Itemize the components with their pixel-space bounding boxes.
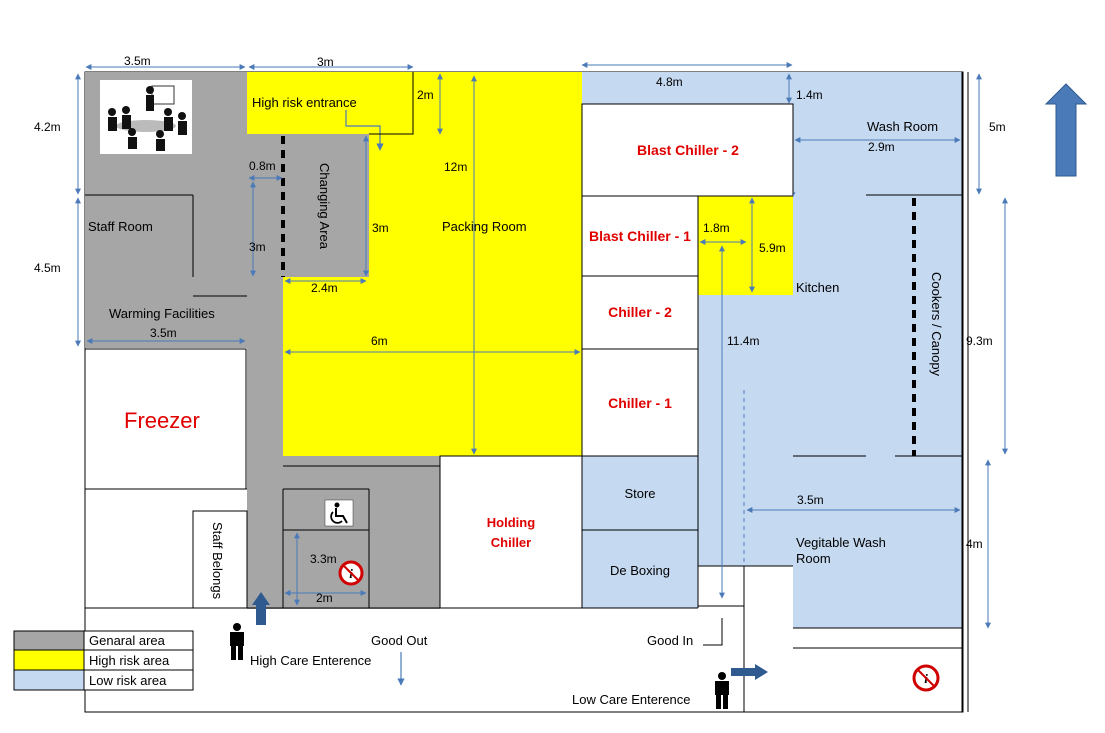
- north-arrow-icon: [1044, 83, 1088, 177]
- flow-arrows: [345, 110, 405, 686]
- dashed-walls: [281, 136, 916, 456]
- dim-label: 2m: [417, 88, 434, 102]
- dim-label: 4m: [966, 537, 983, 551]
- legend-swatch-low-risk: [13, 669, 85, 691]
- high-risk-entrance-wall: [369, 72, 414, 135]
- dim-label: 6m: [371, 334, 388, 348]
- info-icon: i: [912, 664, 940, 692]
- internal-walls: [85, 72, 969, 712]
- low-care-entrance-label: Low Care Enterence: [572, 692, 691, 707]
- room-label-holding-1: Holding: [487, 515, 535, 530]
- wheelchair-icon: [324, 499, 354, 527]
- room-label-de-boxing: De Boxing: [610, 563, 670, 578]
- room-label-veg-wash-2: Room: [796, 551, 831, 566]
- room-label-blast-chiller-1: Blast Chiller - 1: [589, 228, 691, 244]
- high-care-entrance-label: High Care Enterence: [250, 653, 371, 668]
- dim-label: 4.8m: [656, 75, 683, 89]
- dim-label: 5m: [989, 120, 1006, 134]
- legend-label-high-risk: High risk area: [89, 653, 170, 668]
- room-label-warming-facilities: Warming Facilities: [109, 306, 215, 321]
- dim-label: 4.5m: [34, 261, 61, 275]
- legend: Genaral area High risk area Low risk are…: [13, 630, 194, 691]
- dim-label: 3m: [249, 240, 266, 254]
- dim-label: 3.5m: [124, 54, 151, 68]
- room-label-packing-room: Packing Room: [442, 219, 527, 234]
- room-label-chiller-2: Chiller - 2: [608, 304, 672, 320]
- dim-label: 11.4m: [727, 334, 759, 348]
- dim-label: 3.3m: [310, 552, 337, 566]
- dim-label: 2.9m: [868, 140, 895, 154]
- room-label-staff-room: Staff Room: [88, 219, 153, 234]
- room-label-changing-area: Changing Area: [317, 163, 332, 250]
- good-in-arrow: [703, 618, 723, 646]
- room-label-chiller-1: Chiller - 1: [608, 395, 672, 411]
- meeting-icon: [100, 80, 192, 154]
- dim-label: 2m: [316, 591, 333, 605]
- dim-label: 2.4m: [311, 281, 338, 295]
- dim-label: 3.5m: [150, 326, 177, 340]
- legend-label-low-risk: Low risk area: [89, 673, 167, 688]
- room-label-staff-belongs: Staff Belongs: [210, 522, 225, 600]
- entrance-arrow-icon: [252, 592, 270, 625]
- good-out-label: Good Out: [371, 633, 428, 648]
- room-label-cookers-canopy: Cookers / Canopy: [929, 272, 944, 377]
- dimension-lines: [75, 62, 1008, 629]
- legend-swatch-general: [13, 630, 85, 651]
- room-label-blast-chiller-2: Blast Chiller - 2: [637, 142, 739, 158]
- dim-label: 12m: [444, 160, 467, 174]
- room-label-freezer: Freezer: [124, 408, 200, 433]
- dim-label: 0.8m: [249, 159, 276, 173]
- dim-label: 1.4m: [796, 88, 823, 102]
- person-icon: [715, 672, 729, 709]
- entrance-arrow-icon: [731, 664, 768, 680]
- dim-label: 1.8m: [703, 221, 730, 235]
- room-label-kitchen: Kitchen: [796, 280, 839, 295]
- legend-label-general: Genaral area: [89, 633, 166, 648]
- room-label-store: Store: [624, 486, 655, 501]
- room-label-high-risk-entrance: High risk entrance: [252, 95, 357, 110]
- dim-label: 3.5m: [797, 493, 824, 507]
- good-in-label: Good In: [647, 633, 693, 648]
- dim-label: 3m: [317, 55, 334, 69]
- legend-swatch-high-risk: [13, 649, 85, 671]
- white-rooms: [84, 103, 794, 609]
- room-label-holding-2: Chiller: [491, 535, 531, 550]
- dim-label: 5.9m: [759, 241, 786, 255]
- dim-label: 4.2m: [34, 120, 61, 134]
- person-icon: [230, 623, 244, 660]
- dim-label: 9.3m: [966, 334, 993, 348]
- room-label-veg-wash-1: Vegitable Wash: [796, 535, 886, 550]
- info-icon: i: [338, 560, 364, 586]
- room-label-wash-room: Wash Room: [867, 119, 938, 134]
- low-risk-area: [582, 72, 962, 628]
- dim-label: 3m: [372, 221, 389, 235]
